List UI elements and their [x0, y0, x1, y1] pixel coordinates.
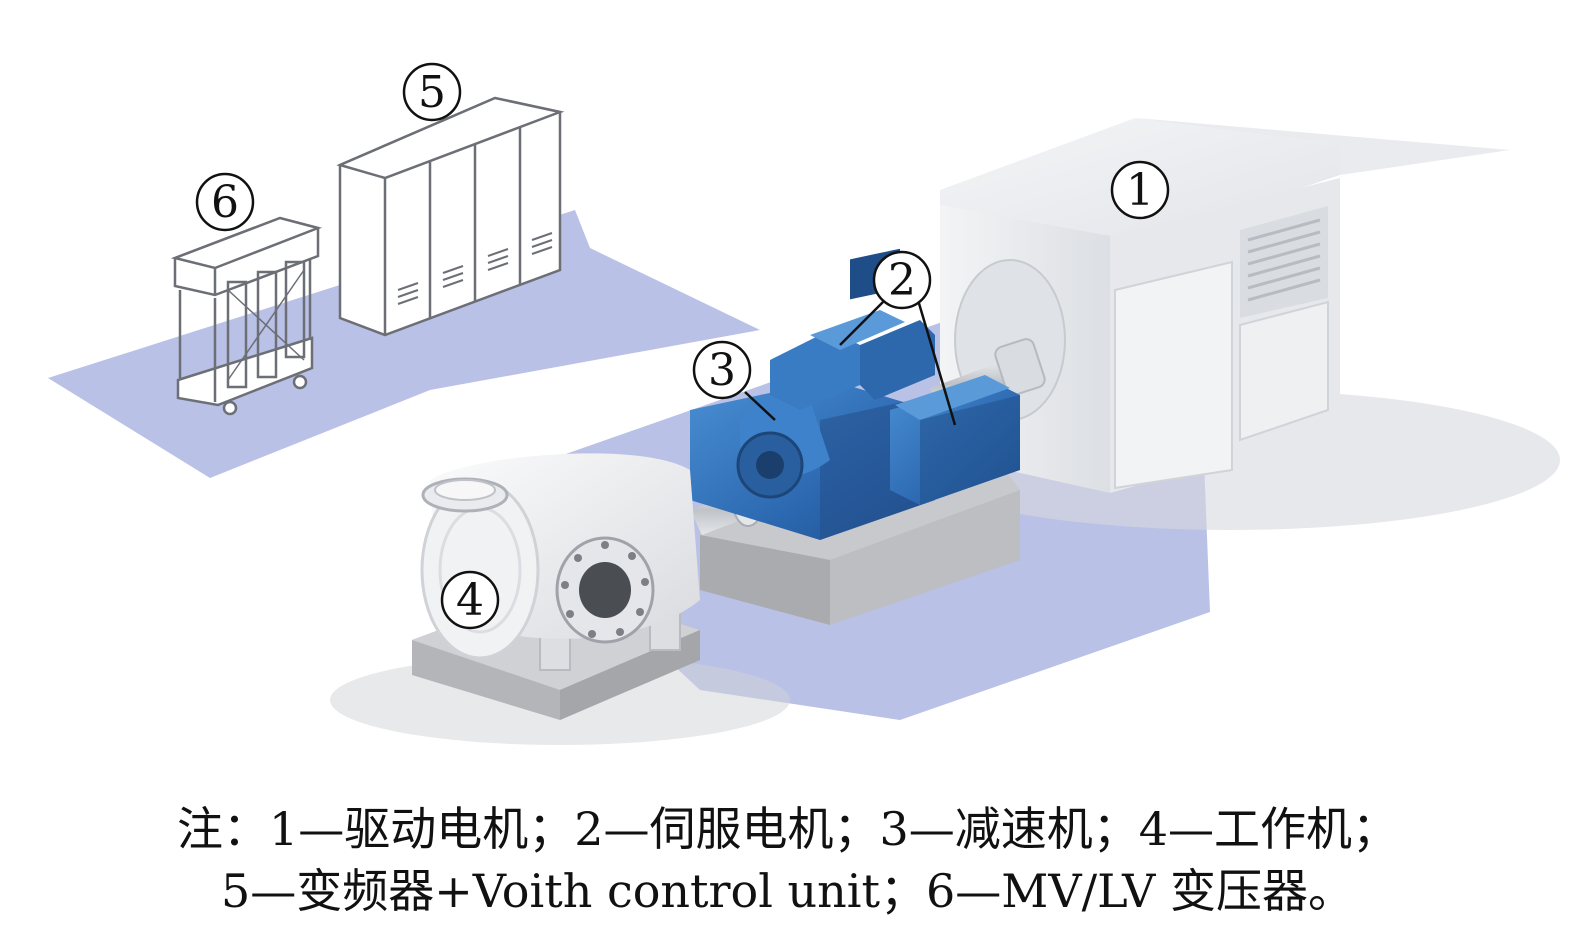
- caption-line-1: 注：1—驱动电机；2—伺服电机；3—减速机；4—工作机；: [176, 802, 1399, 856]
- callout-6-text: 6: [211, 177, 239, 228]
- callout-2-text: 2: [888, 255, 916, 306]
- transformer: [170, 216, 323, 416]
- callout-5-text: 5: [418, 67, 446, 118]
- gearbox-assembly: [690, 248, 1020, 540]
- callout-4: 4: [440, 570, 500, 630]
- machine-scene: 1 2 3 4 5 6: [48, 62, 1560, 745]
- callout-1: 1: [1110, 160, 1170, 220]
- callout-3-text: 3: [708, 345, 736, 396]
- callout-1-text: 1: [1126, 165, 1154, 216]
- callout-2: 2: [872, 250, 932, 310]
- callout-6: 6: [195, 172, 255, 232]
- callout-3: 3: [692, 340, 752, 400]
- callout-4-text: 4: [456, 575, 484, 626]
- caption-line-2: 5—变频器+Voith control unit；6—MV/LV 变压器。: [221, 864, 1354, 918]
- work-machine: [412, 453, 700, 720]
- inverter-cabinet: [336, 96, 565, 337]
- callout-5: 5: [402, 62, 462, 122]
- leader-lines: [744, 299, 957, 426]
- figure-caption: 注：1—驱动电机；2—伺服电机；3—减速机；4—工作机； 5—变频器+Voith…: [0, 798, 1575, 922]
